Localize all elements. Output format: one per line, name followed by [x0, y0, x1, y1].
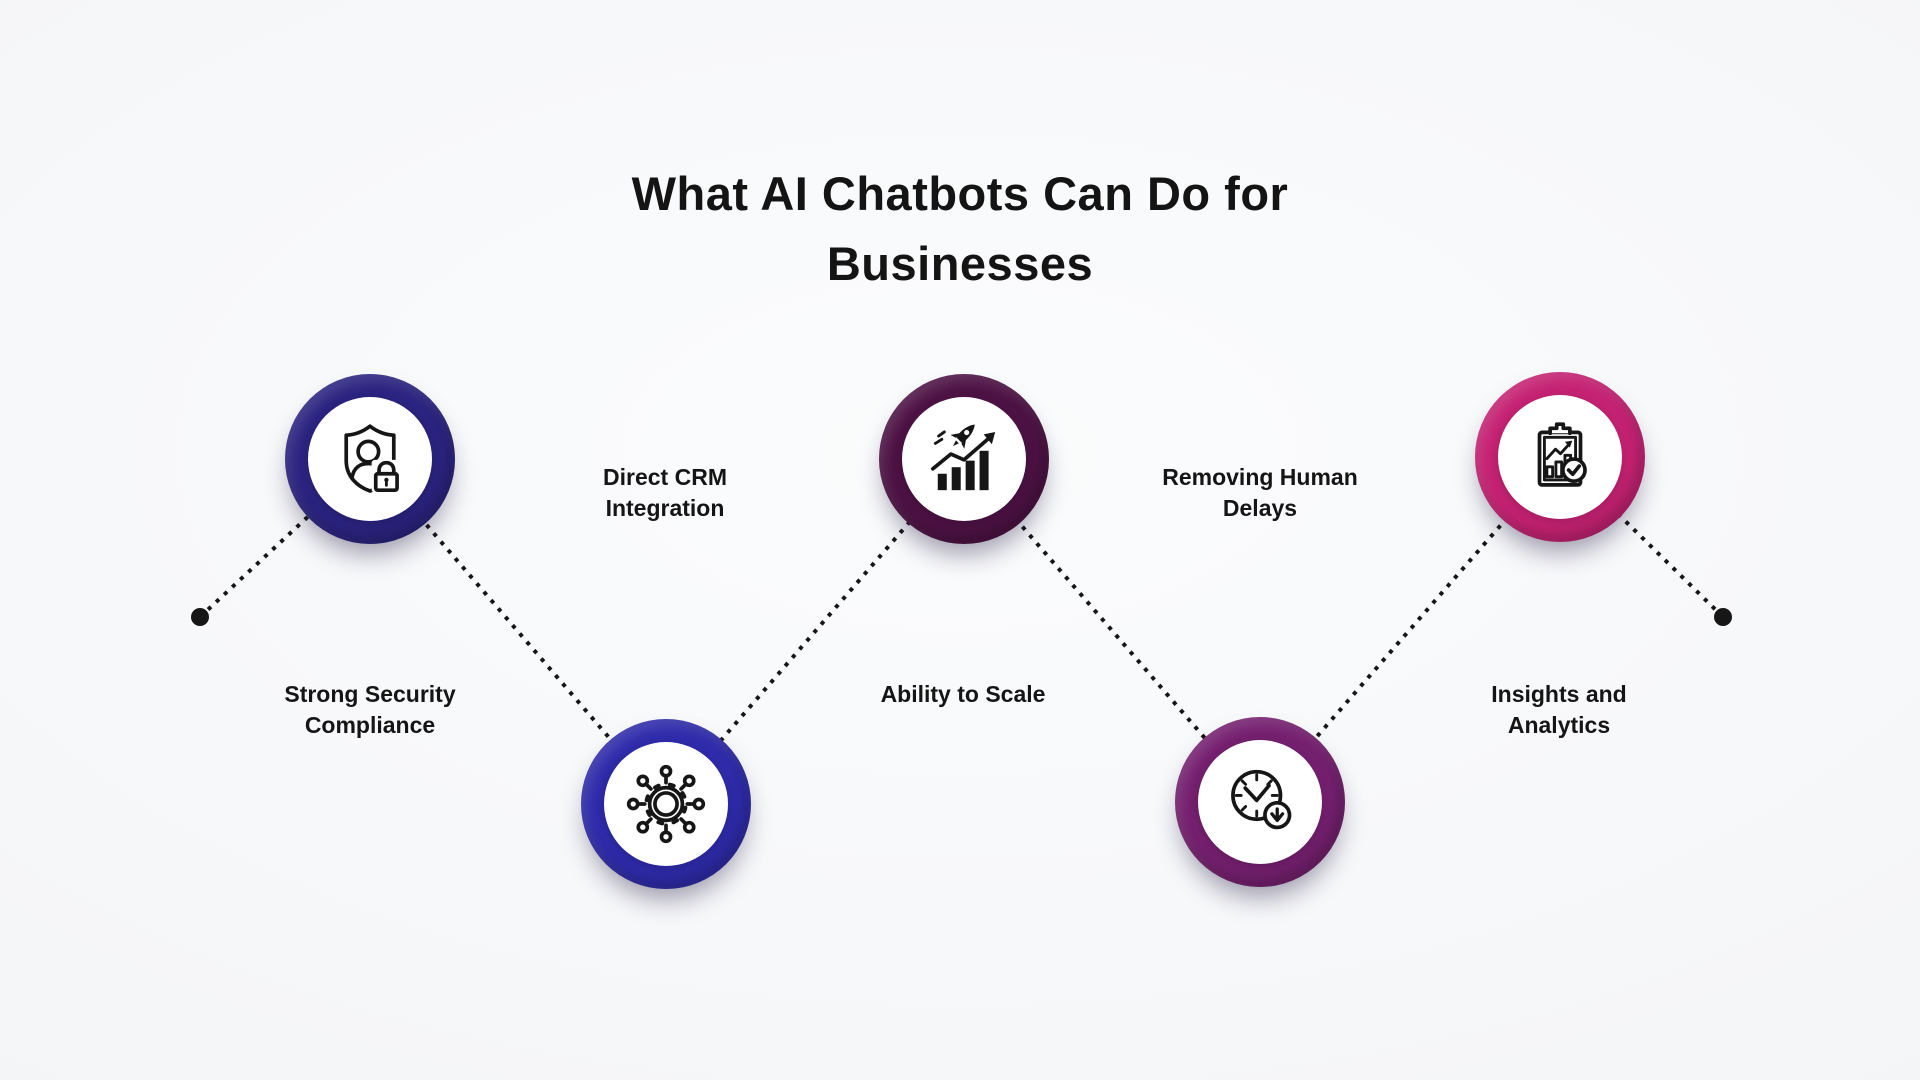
page-title-line2: Businesses: [826, 237, 1094, 291]
label-ability-to-scale: Ability to Scale: [880, 681, 1046, 707]
rocket-growth-icon: [930, 424, 996, 491]
connector-end-dot: [1714, 608, 1732, 626]
clipboard-analytics-icon: [1537, 422, 1587, 487]
node-insights-and-analytics: [1475, 372, 1645, 542]
page-title-line1: What AI Chatbots Can Do for: [631, 167, 1289, 221]
node-ability-to-scale: [879, 374, 1049, 544]
shield-user-lock-icon: [344, 424, 402, 493]
label-strong-security-compliance: Strong Security Compliance: [284, 681, 456, 738]
label-insights-and-analytics: Insights and Analytics: [1491, 681, 1627, 738]
label-removing-human-delays: Removing Human Delays: [1162, 464, 1358, 521]
page-title: What AI Chatbots Can Do for Businesses: [0, 159, 1920, 299]
clock-delay-icon: [1231, 769, 1292, 830]
node-removing-human-delays: [1175, 717, 1345, 887]
connector-start-dot: [191, 608, 209, 626]
network-hub-icon: [626, 764, 706, 844]
node-direct-crm-integration: [581, 719, 751, 889]
label-direct-crm-integration: Direct CRM Integration: [603, 464, 727, 521]
node-strong-security-compliance: [285, 374, 455, 544]
